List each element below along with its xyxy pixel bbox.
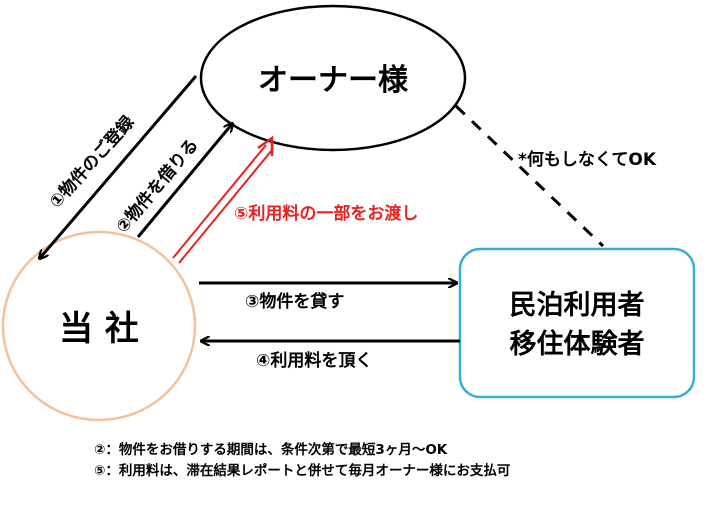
edge-label-lend: ③物件を貸す <box>245 291 344 312</box>
users-label-line2: 移住体験者 <box>510 328 645 360</box>
edge-label-receive-fee: ④利用料を頂く <box>256 350 372 371</box>
users-node: 民泊利用者 移住体験者 <box>458 247 696 399</box>
company-label: 当 社 <box>59 309 139 349</box>
users-label-line1: 民泊利用者 <box>510 290 645 321</box>
note-borrow-period: ②：物件をお借りする期間は、条件次第で最短3ヶ月〜OK <box>94 442 448 458</box>
arrow-borrow <box>136 124 232 238</box>
dashed-link-owner-users <box>454 104 605 248</box>
owner-node: オーナー様 <box>199 4 467 152</box>
arrow-register <box>40 75 198 258</box>
company-node: 当 社 <box>1 230 197 422</box>
note-fee-payment: ⑤：利用料は、滞在結果レポートと併せて毎月オーナー様にお支払可 <box>94 463 511 479</box>
edge-label-borrow: ②物件を借りる <box>112 135 203 238</box>
edge-label-nothing-needed: *何もしなくてOK <box>518 149 657 170</box>
edge-label-pass-fee: ⑤利用料の一部をお渡し <box>234 203 418 224</box>
arrow-pass-fee <box>172 135 274 264</box>
owner-label: オーナー様 <box>258 63 409 98</box>
